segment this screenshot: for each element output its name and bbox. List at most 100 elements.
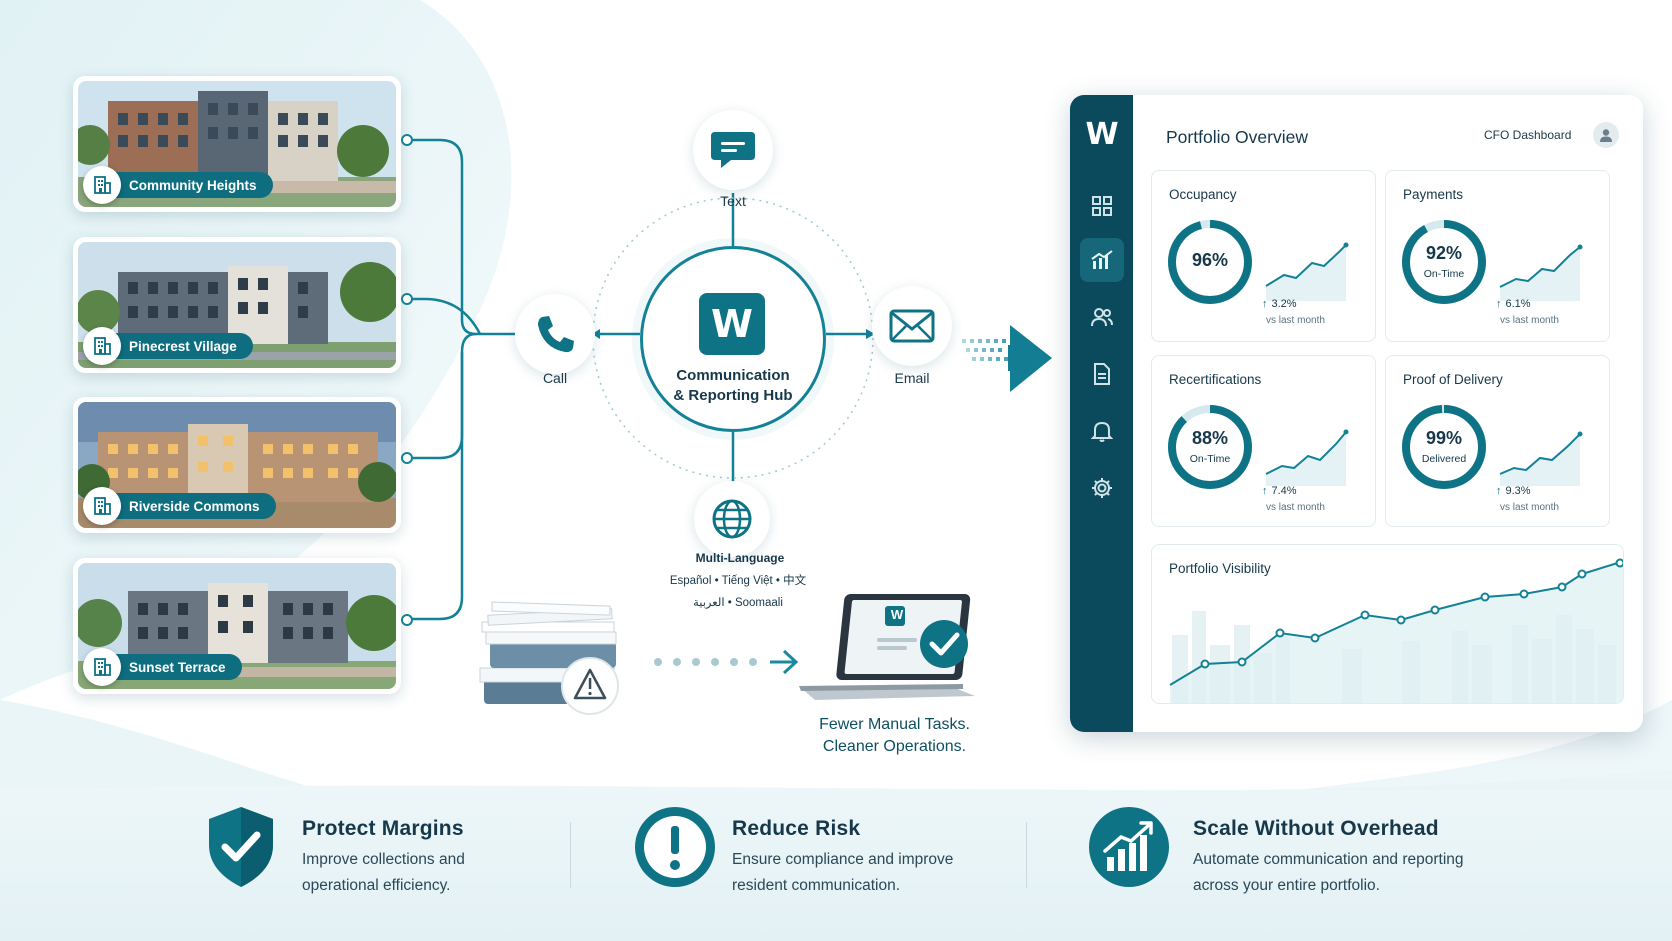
building-icon [83,648,121,686]
kpi-comparison: vs last month [1500,502,1559,513]
hub-logo-letter: W [711,302,753,346]
dashboard-sidebar: W [1070,95,1133,732]
kpi-value: 96% [1191,250,1229,270]
users-icon[interactable] [1080,295,1124,339]
kpi-title: Payments [1403,187,1464,202]
property-name: Community Heights [111,172,273,198]
kpi-ring [1168,220,1252,304]
paper-stack-illustration [479,601,619,715]
up-arrow-icon: ↑ [1496,298,1502,310]
text-channel[interactable] [693,110,773,190]
building-icon [83,166,121,204]
avatar[interactable] [1593,122,1619,148]
kpi-delta: ↑3.2% [1262,298,1297,310]
kpi-value: 99% [1425,428,1463,448]
kpi-delta: ↑7.4% [1262,485,1297,497]
kpi-title: Recertifications [1169,372,1262,387]
property-label: Sunset Terrace [83,648,242,686]
kpi-value: 92% [1425,243,1463,263]
warning-icon [561,657,619,715]
portfolio-visibility-title: Portfolio Visibility [1169,561,1271,576]
hub-logo: W [699,293,765,355]
up-arrow-icon: ↑ [1496,485,1502,497]
portfolio-visibility-chart [1169,558,1623,703]
hub-title-line2: & Reporting Hub [673,387,793,404]
multilanguage-channel[interactable] [694,481,770,557]
kpi-ring [1402,405,1486,489]
kpi-sublabel: On-Time [1189,453,1231,465]
kpi-value: 88% [1191,428,1229,448]
property-card[interactable]: Sunset Terrace [73,558,401,694]
kpi-delta: ↑6.1% [1496,298,1531,310]
grid-icon[interactable] [1080,184,1124,228]
user-icon [1600,129,1612,142]
dashboard-tag: CFO Dashboard [1484,128,1572,142]
language-list-line1: Español • Tiếng Việt • 中文 [669,575,807,587]
kpi-sparkline [1499,244,1583,301]
kpi-card-recertifications[interactable]: Recertifications 88% On-Time ↑7.4% vs la… [1151,355,1376,527]
email-channel[interactable] [872,286,952,366]
kpi-card-proof-of-delivery[interactable]: Proof of Delivery 99% Delivered ↑9.3% vs… [1385,355,1610,527]
text-channel-label: Text [720,193,746,209]
dashboard-title: Portfolio Overview [1166,127,1308,147]
kpi-ring [1402,220,1486,304]
property-card[interactable]: Pinecrest Village [73,237,401,373]
shield-check-icon [209,807,273,887]
benefit-title: Scale Without Overhead [1193,817,1439,840]
property-name: Sunset Terrace [111,654,242,680]
connector-port [401,293,413,305]
envelope-icon [889,309,935,343]
connector-port [401,614,413,626]
globe-icon [712,499,752,539]
kpi-ring-progress [1402,220,1486,304]
bell-icon[interactable] [1080,409,1124,453]
language-list-line2: العربية • Soomaali [693,597,783,609]
fewer-manual-tasks-text: Fewer Manual Tasks. Cleaner Operations. [782,714,1007,758]
benefit-title: Reduce Risk [732,817,861,840]
phone-icon [538,316,574,353]
up-arrow-icon: ↑ [1262,485,1268,497]
kpi-sparkline [1265,429,1349,486]
hub-title: Communication & Reporting Hub [650,366,816,406]
kpi-sublabel: On-Time [1423,268,1465,280]
document-icon[interactable] [1080,352,1124,396]
fewer-line2: Cleaner Operations. [822,738,967,755]
kpi-comparison: vs last month [1266,502,1325,513]
property-name: Pinecrest Village [111,333,253,359]
property-card[interactable]: Riverside Commons [73,397,401,533]
kpi-title: Occupancy [1169,187,1237,202]
benefit-description: Automate communication and reporting acr… [1193,851,1464,894]
kpi-ring-progress [1402,405,1486,489]
property-card[interactable]: Community Heights [73,76,401,212]
building-icon [83,487,121,525]
gear-icon[interactable] [1080,466,1124,510]
benefit-description: Improve collections and operational effi… [302,851,465,894]
up-arrow-icon: ↑ [1262,298,1268,310]
kpi-card-payments[interactable]: Payments 92% On-Time ↑6.1% vs last month [1385,170,1610,342]
building-icon [83,327,121,365]
laptop-logo: W [890,607,904,622]
divider [570,822,571,888]
dashboard-logo[interactable]: W [1085,117,1119,152]
chart-icon[interactable] [1080,238,1124,282]
kpi-ring-progress [1168,220,1252,304]
kpi-comparison: vs last month [1500,315,1559,326]
portfolio-visibility-card[interactable]: Portfolio Visibility [1151,544,1624,704]
property-label: Pinecrest Village [83,327,253,365]
kpi-sublabel: Delivered [1421,453,1467,465]
call-channel-label: Call [542,370,568,386]
benefit-title: Protect Margins [302,817,464,840]
hub-title-line1: Communication [676,367,790,384]
kpi-delta: ↑9.3% [1496,485,1531,497]
laptop-illustration [799,594,975,700]
connector-port [401,452,413,464]
property-label: Riverside Commons [83,487,276,525]
property-label: Community Heights [83,166,273,204]
kpi-card-occupancy[interactable]: Occupancy 96% ↑3.2% vs last month [1151,170,1376,342]
kpi-ring [1168,405,1252,489]
kpi-ring-progress [1168,405,1252,489]
divider [1026,822,1027,888]
kpi-title: Proof of Delivery [1403,372,1503,387]
multilanguage-title: Multi-Language [695,551,785,565]
call-channel[interactable] [515,294,595,374]
